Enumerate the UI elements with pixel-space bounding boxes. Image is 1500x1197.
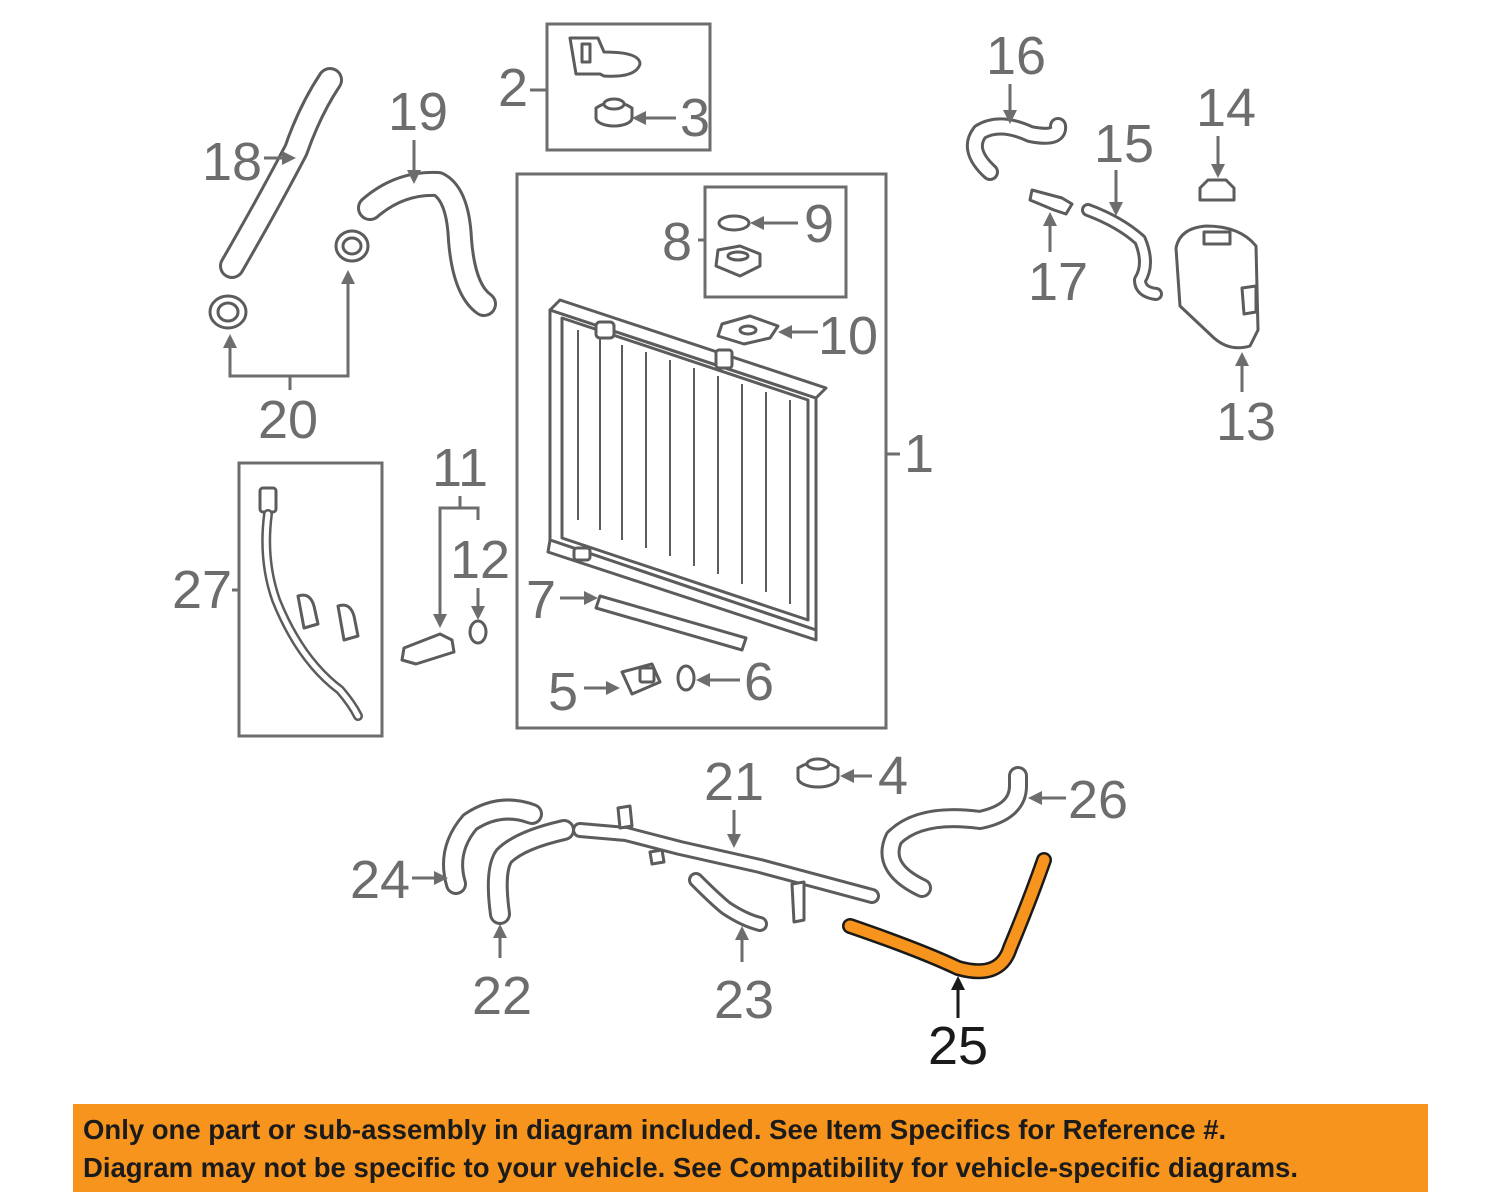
callout-9: 9 [804, 194, 834, 254]
part-19-hose [357, 170, 497, 317]
part-25-hose-highlighted [842, 852, 1052, 980]
part-20-clamp-right [334, 229, 370, 263]
callout-5: 5 [548, 662, 578, 722]
part-20-clamp-left [208, 294, 248, 330]
leader-lines [223, 84, 1249, 1018]
harness-group-box [237, 461, 384, 738]
callout-8: 8 [662, 212, 692, 272]
callout-19: 19 [388, 82, 448, 142]
part-26-hose [880, 766, 1028, 898]
disclaimer-line-2: Diagram may not be specific to your vehi… [83, 1152, 1298, 1183]
callout-23: 23 [714, 970, 774, 1030]
parts-diagram: 1 2 3 4 5 6 7 8 9 10 11 12 13 14 15 16 1… [172, 22, 1276, 1076]
callout-26: 26 [1068, 770, 1128, 830]
callout-14: 14 [1196, 78, 1256, 138]
callout-20: 20 [258, 390, 318, 450]
part-3-cushion [594, 97, 634, 128]
callout-25: 25 [928, 1016, 988, 1076]
part-5-drain-plug [620, 662, 662, 696]
part-1-radiator [546, 298, 828, 642]
part-22-hose [486, 819, 575, 925]
part-2-bracket [568, 36, 642, 78]
part-15-hose [1081, 203, 1163, 301]
callout-16: 16 [986, 26, 1046, 86]
part-8-cap [714, 244, 762, 278]
callout-21: 21 [704, 752, 764, 812]
part-6-o-ring [676, 664, 696, 692]
part-13-reservoir [1174, 224, 1260, 350]
callout-3: 3 [680, 88, 710, 148]
callout-10: 10 [818, 306, 878, 366]
part-10-seal [716, 314, 780, 346]
part-7-seal-strip [594, 594, 748, 652]
callout-labels: 1 2 3 4 5 6 7 8 9 10 11 12 13 14 15 16 1… [172, 26, 1276, 1076]
part-4-cushion [796, 757, 840, 789]
part-12-o-ring [468, 619, 488, 645]
callout-27: 27 [172, 560, 232, 620]
part-14-reservoir-cap [1198, 178, 1236, 202]
part-17-connector [1028, 188, 1074, 216]
cap-group-box [703, 185, 848, 299]
callout-2: 2 [498, 58, 528, 118]
callout-18: 18 [202, 132, 262, 192]
callout-12: 12 [450, 530, 510, 590]
callout-6: 6 [744, 652, 774, 712]
part-16-hose [965, 117, 1068, 181]
part-21-water-pipe [572, 804, 880, 924]
part-24-hose [442, 798, 543, 895]
bracket-group-box [545, 22, 712, 152]
part-27-harness [258, 486, 363, 721]
part-18-upper-hose [219, 67, 343, 279]
part-23-hose [688, 872, 768, 932]
callout-4: 4 [878, 746, 908, 806]
callout-22: 22 [472, 966, 532, 1026]
callout-7: 7 [526, 570, 556, 630]
part-9-o-ring [717, 214, 751, 232]
callout-15: 15 [1094, 114, 1154, 174]
radiator-group-box [515, 172, 888, 730]
disclaimer-line-1: Only one part or sub-assembly in diagram… [83, 1114, 1227, 1145]
callout-24: 24 [350, 850, 410, 910]
part-11-connector [400, 632, 456, 666]
callout-11: 11 [432, 438, 488, 498]
disclaimer-banner: Only one part or sub-assembly in diagram… [73, 1104, 1428, 1192]
callout-17: 17 [1028, 252, 1088, 312]
callout-13: 13 [1216, 392, 1276, 452]
callout-1: 1 [904, 424, 934, 484]
